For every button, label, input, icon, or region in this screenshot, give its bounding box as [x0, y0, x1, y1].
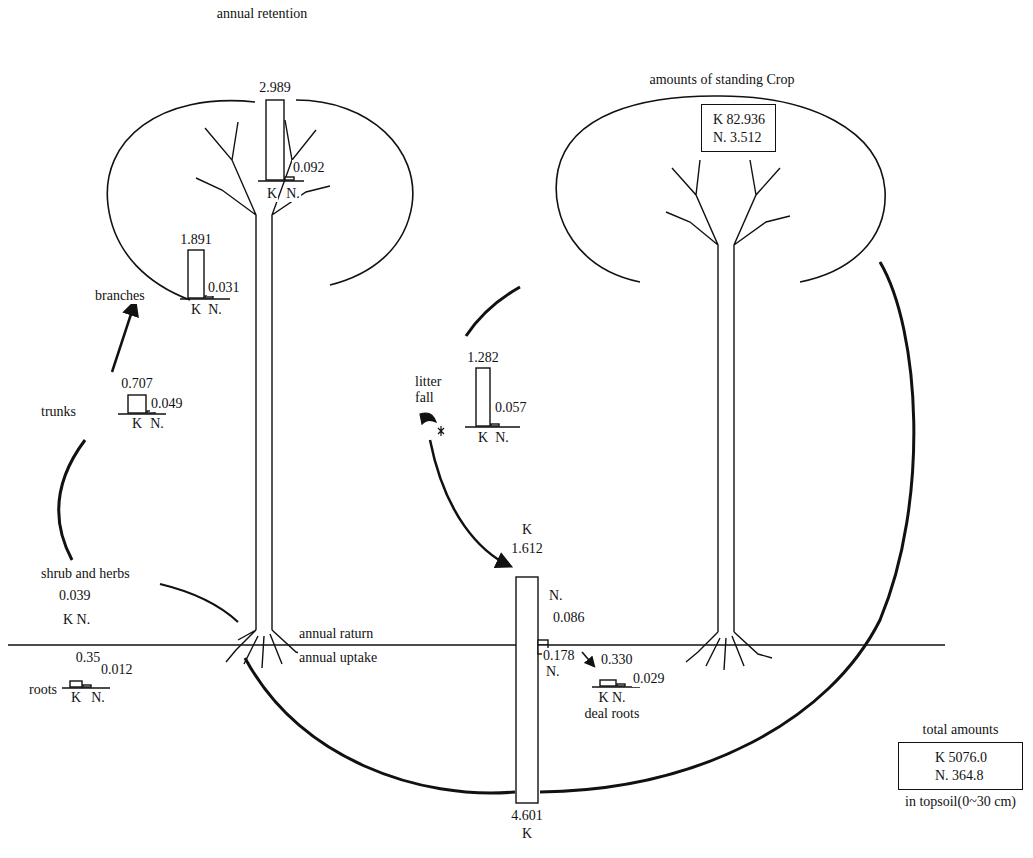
value-label: 0.178 [542, 648, 576, 664]
value-label: N. [545, 664, 561, 680]
k-bar [476, 368, 490, 426]
n-bar [83, 685, 91, 687]
ground-line [8, 644, 945, 646]
bar-baseline [62, 687, 110, 688]
value-label: 0.029 [632, 671, 666, 687]
flow-arc [59, 440, 85, 560]
standing-crop-box: K 82.936N. 3.512 [701, 104, 776, 152]
box-heading: in topsoil(0~30 cm) [904, 793, 1017, 811]
value-label: 0.086 [552, 610, 586, 626]
bar-baseline [258, 180, 304, 181]
value-label: N. [494, 430, 510, 446]
tree-branch [666, 160, 718, 632]
box-value: K 82.936 [713, 111, 775, 129]
value-label: 0.039 [58, 588, 92, 604]
value-label: amounts of standing Crop [648, 72, 795, 88]
value-label: annual retention [216, 6, 309, 22]
flow-arc [540, 262, 914, 792]
value-label: K [521, 826, 533, 842]
flow-arrow [582, 652, 594, 666]
value-label: annual uptake [298, 650, 378, 666]
value-label: K [477, 430, 489, 446]
leaf-icon [420, 413, 444, 436]
value-label: 1.891 [179, 232, 213, 248]
bar-baseline [118, 413, 166, 414]
value-label: branches [94, 288, 146, 304]
value-label: 0.049 [150, 396, 184, 412]
left-crown [296, 100, 413, 285]
value-label: shrub and herbs [40, 566, 131, 582]
value-label: 1.282 [466, 350, 500, 366]
k-bar [516, 577, 538, 803]
k-bar [70, 681, 82, 687]
value-label: 0.092 [292, 160, 326, 176]
n-bar [491, 424, 499, 426]
box-heading: total amounts [922, 721, 1000, 739]
value-label: K [266, 186, 278, 202]
value-label: K [131, 416, 143, 432]
box-value: N. 364.8 [935, 767, 1022, 785]
value-label: K [70, 690, 82, 706]
tree-branch [196, 122, 256, 630]
n-bar [285, 177, 294, 180]
box-value: N. 3.512 [713, 129, 775, 147]
value-label: 0.707 [120, 376, 154, 392]
tree-roots [686, 632, 772, 670]
value-label: 0.012 [100, 662, 134, 678]
tree-branch [734, 160, 790, 632]
value-label: N. [548, 588, 564, 604]
n-bar [538, 640, 548, 645]
value-label: K N. [597, 690, 626, 706]
value-label: 0.330 [600, 652, 634, 668]
asterisk-symbol [438, 426, 444, 436]
n-bar [617, 684, 625, 686]
flow-arrow [430, 440, 510, 566]
value-label: 4.601 [510, 808, 544, 824]
leaf-symbol [420, 413, 436, 424]
value-label: 0.35 [75, 650, 102, 666]
flow-arc [466, 287, 520, 336]
value-label: 2.989 [258, 80, 292, 96]
value-label: K [190, 302, 202, 318]
tree-branch [272, 120, 330, 630]
value-label: roots [28, 682, 58, 698]
value-label: N. [207, 302, 223, 318]
n-bar [205, 296, 213, 298]
right-crown [556, 96, 885, 282]
value-label: litter fall [414, 374, 458, 406]
value-label: trunks [40, 404, 77, 420]
value-label: N. [149, 416, 165, 432]
k-bar [266, 100, 284, 180]
bar-baseline [465, 426, 520, 427]
left-crown [107, 101, 255, 300]
value-label: N. [285, 186, 301, 202]
k-bar [188, 250, 204, 298]
value-label: 1.612 [510, 541, 544, 557]
right-tree [666, 160, 790, 670]
value-label: 0.031 [207, 280, 241, 296]
value-label: 0.057 [494, 400, 528, 416]
value-label: deal roots [584, 706, 641, 722]
flow-arc [245, 658, 515, 793]
topsoil-total-box: total amountsK 5076.0N. 364.8in topsoil(… [898, 742, 1023, 790]
bar-baseline [180, 298, 230, 299]
tree-crowns [107, 96, 885, 300]
box-value: K 5076.0 [935, 749, 1022, 767]
k-bar [600, 680, 616, 686]
left-tree [196, 120, 330, 668]
flow-arrow [112, 302, 135, 372]
bar-charts [62, 100, 640, 803]
value-label: K N. [62, 612, 91, 628]
cycle-arcs [59, 262, 914, 793]
value-label: K [521, 522, 533, 538]
flow-arc [160, 584, 238, 622]
value-label: annual raturn [298, 626, 374, 642]
value-label: N. [90, 690, 106, 706]
k-bar [128, 395, 146, 413]
